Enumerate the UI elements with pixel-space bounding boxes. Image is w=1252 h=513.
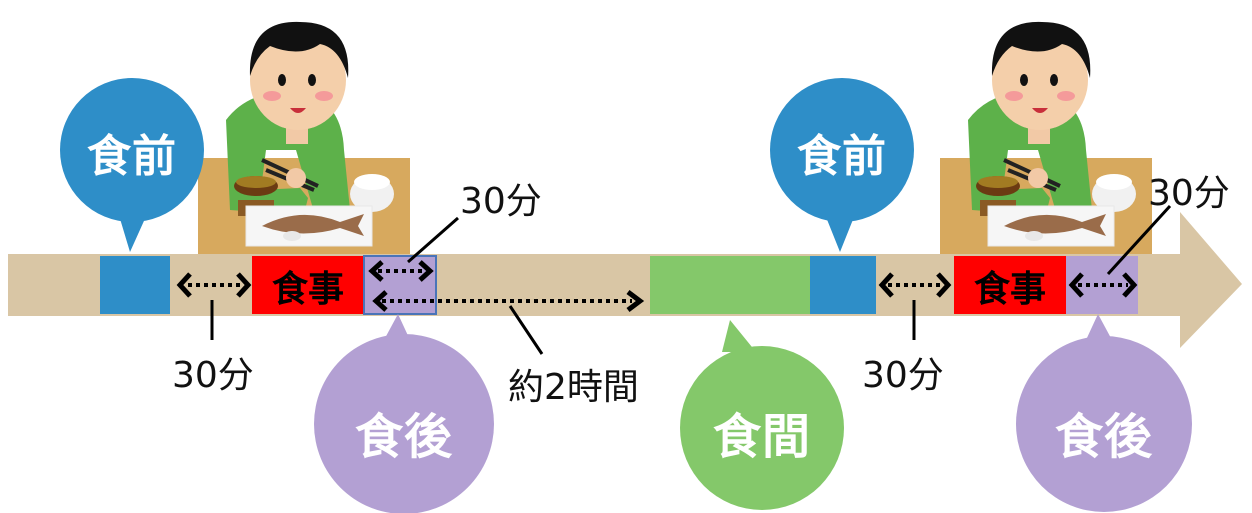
between-meals-block — [650, 256, 810, 314]
thirty-min-label-1: 30分 — [172, 355, 254, 396]
meal-label-2: 食事 — [973, 269, 1047, 310]
two-hour-arrow — [372, 290, 645, 312]
before-meal-bubble-1 — [60, 78, 204, 252]
before-meal-bubble-2 — [770, 78, 914, 252]
double-arrow-icon-1 — [176, 272, 252, 298]
after-meal-bubble-2 — [1016, 314, 1192, 512]
meal-block-1 — [252, 256, 364, 314]
between-meals-label: 食間 — [712, 409, 812, 465]
double-arrow-icon-4 — [1068, 272, 1138, 298]
boy-eating-illustration-1 — [198, 21, 410, 254]
thirty-min-label-4: 30分 — [1148, 173, 1230, 214]
boy-eating-illustration-2 — [940, 21, 1152, 254]
before-meal-label-1: 食前 — [87, 131, 177, 182]
leader-line-30min-2 — [407, 216, 459, 264]
thirty-min-label-2: 30分 — [460, 181, 542, 222]
about-two-hours-label: 約2時間 — [508, 367, 639, 408]
before-meal-block-1 — [100, 256, 170, 314]
meal-label-1: 食事 — [271, 269, 345, 310]
between-meals-bubble — [680, 320, 844, 510]
double-arrow-icon-2 — [368, 260, 434, 282]
after-meal-bubble-1 — [314, 314, 494, 513]
before-meal-label-2: 食前 — [797, 131, 887, 182]
leader-line-30min-4 — [1106, 204, 1172, 276]
double-arrow-icon-3 — [878, 272, 952, 298]
after-meal-label-1: 食後 — [354, 409, 454, 465]
meal-block-2 — [954, 256, 1066, 314]
after-meal-label-2: 食後 — [1054, 409, 1154, 465]
before-meal-block-2 — [810, 256, 876, 314]
leader-line-2hours — [508, 305, 544, 355]
thirty-min-label-3: 30分 — [862, 355, 944, 396]
